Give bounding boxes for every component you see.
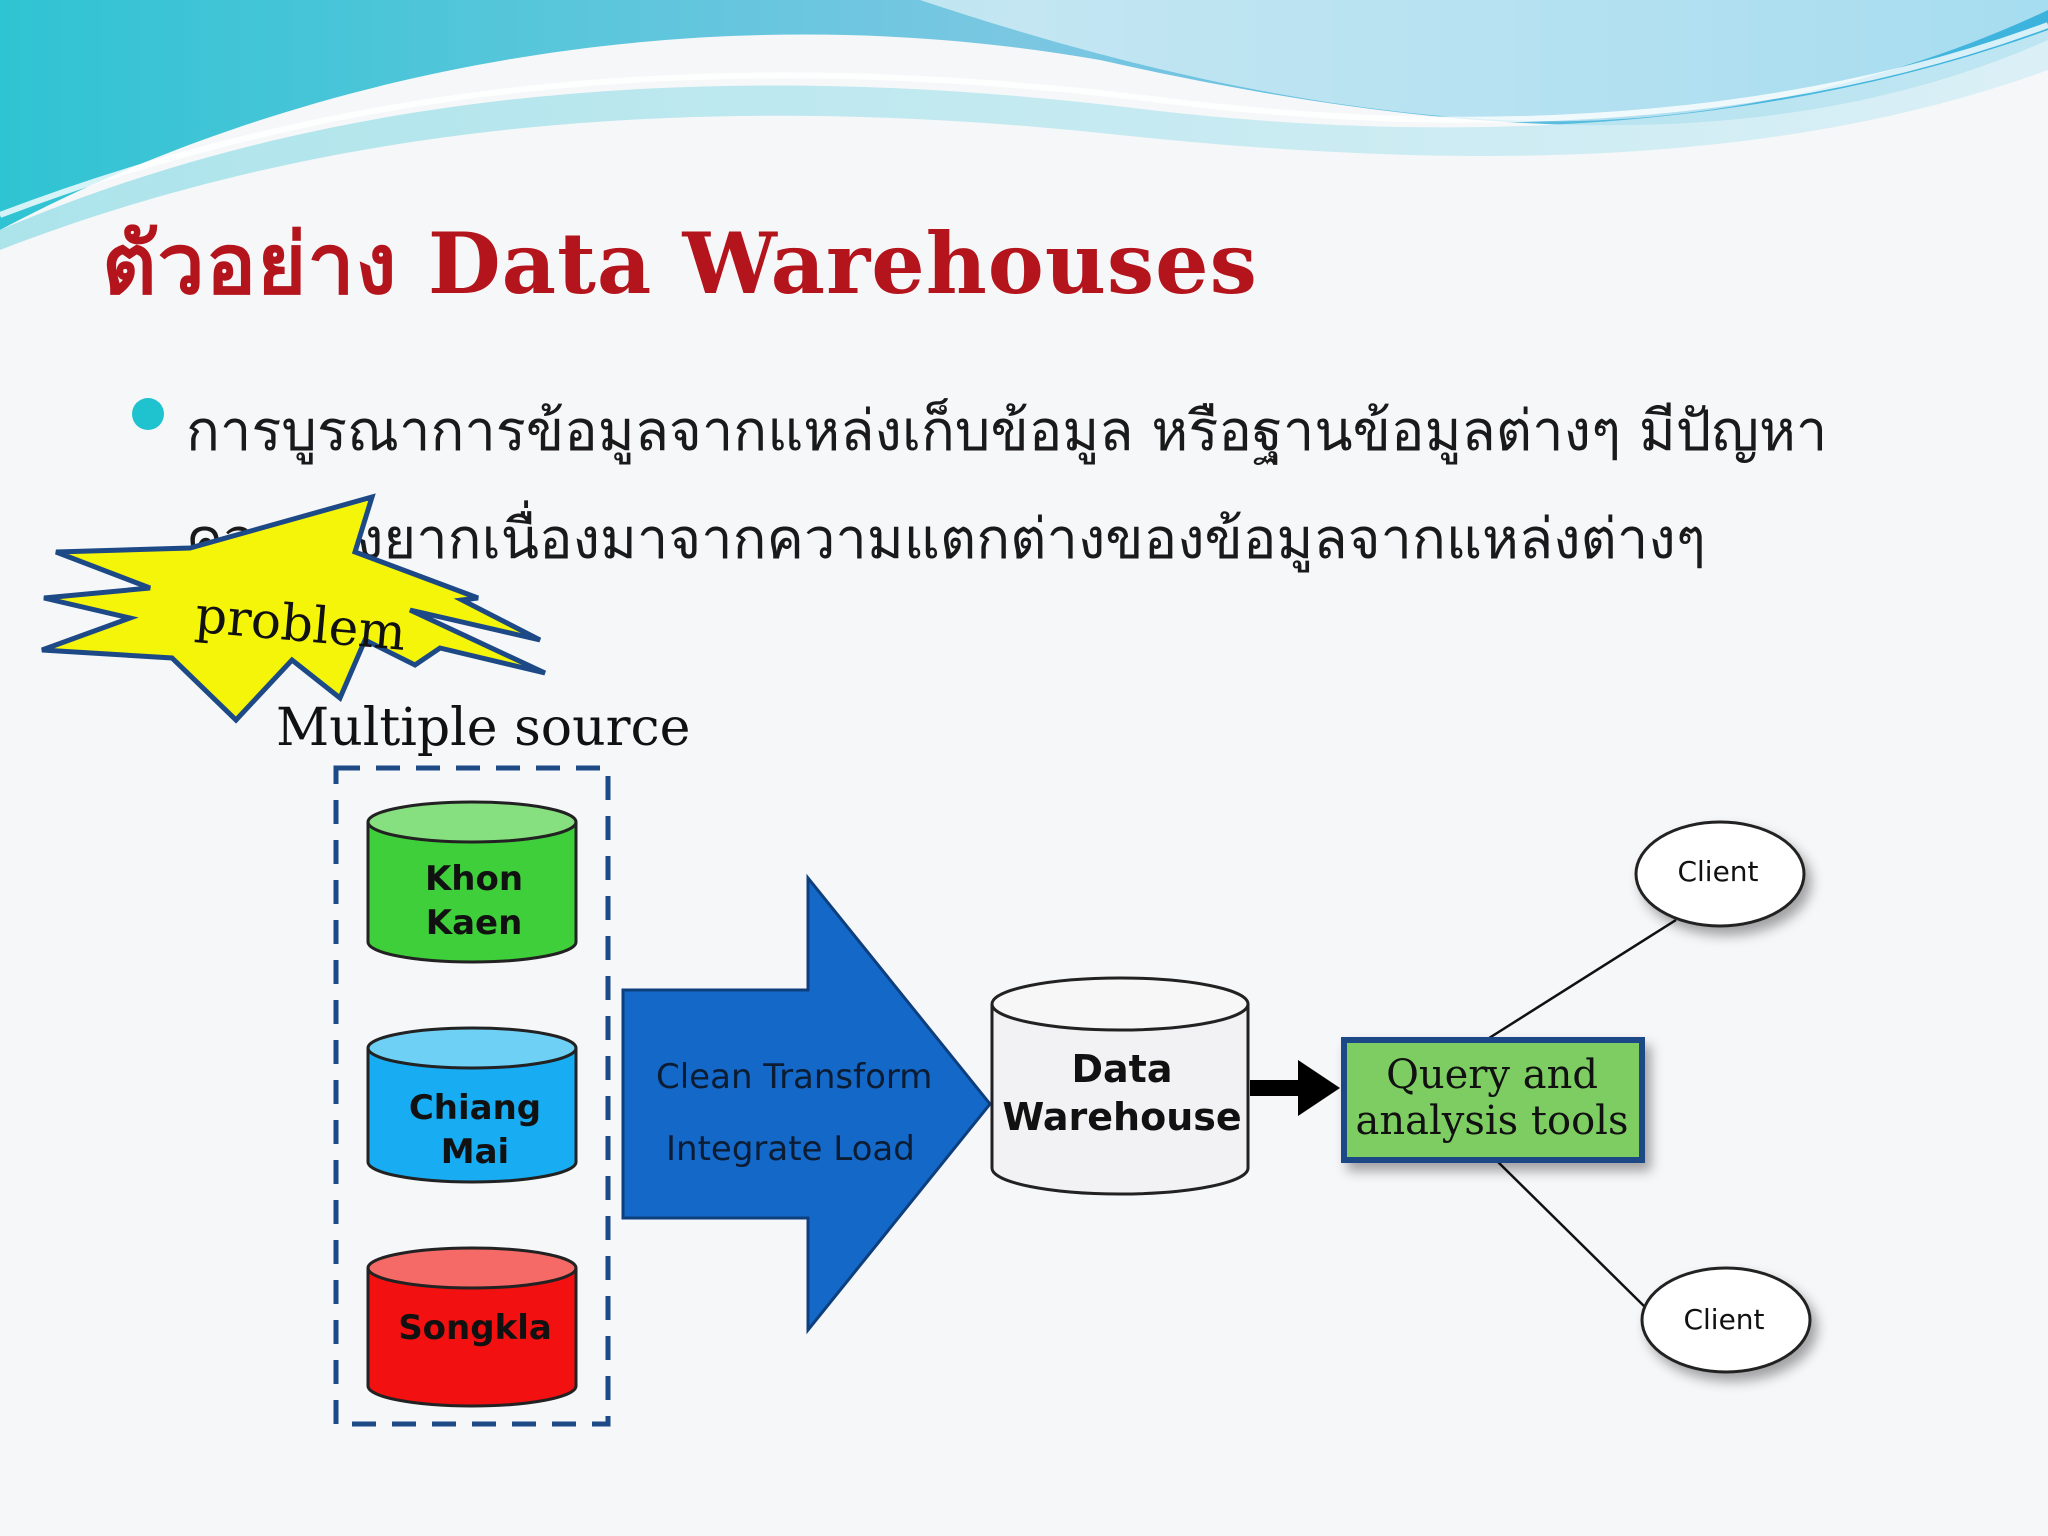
chiang-mai-line1: Chiang bbox=[409, 1088, 541, 1128]
query-analysis-tools-box: Query and analysis tools bbox=[1341, 1037, 1645, 1163]
etl-process-arrow bbox=[621, 873, 992, 1335]
client-label-bottom: Client bbox=[1683, 1303, 1764, 1336]
source-group-border bbox=[333, 765, 611, 1427]
client-link-top bbox=[1485, 918, 1677, 1042]
songkla-label: Songkla bbox=[398, 1308, 552, 1348]
bullet-icon bbox=[132, 398, 164, 430]
problem-starburst-shape bbox=[41, 493, 547, 724]
warehouse-line2: Warehouse bbox=[1002, 1095, 1241, 1139]
warehouse-line1: Data bbox=[1072, 1047, 1173, 1091]
client-node-bottom: Client bbox=[1640, 1266, 1812, 1374]
data-warehouse-db: Data Warehouse bbox=[990, 976, 1250, 1196]
chiang-mai-line2: Mai bbox=[441, 1132, 509, 1172]
process-line-1: Clean Transform bbox=[656, 1057, 932, 1097]
khon-kaen-line2: Kaen bbox=[426, 903, 523, 943]
client-node-top: Client bbox=[1634, 820, 1806, 928]
bullet-line-1: การบูรณาการข้อมูลจากแหล่งเก็บข้อมูล หรือ… bbox=[186, 399, 1828, 464]
source-db-khon-kaen: Khon Kaen bbox=[366, 800, 578, 964]
multiple-source-label: Multiple source bbox=[276, 698, 690, 758]
bullet-line-2: ความยุ่งยากเนื่องมาจากความแตกต่างของข้อม… bbox=[186, 507, 1706, 572]
khon-kaen-line1: Khon bbox=[425, 859, 523, 899]
process-line-2: Integrate Load bbox=[666, 1129, 915, 1169]
client-label-top: Client bbox=[1677, 855, 1758, 888]
source-db-songkla: Songkla bbox=[366, 1246, 578, 1408]
query-line1: Query and bbox=[1386, 1052, 1598, 1098]
source-db-chiang-mai: Chiang Mai bbox=[366, 1026, 578, 1184]
slide-title: ตัวอย่าง Data Warehouses bbox=[102, 214, 1258, 313]
bullet-text: การบูรณาการข้อมูลจากแหล่งเก็บข้อมูล หรือ… bbox=[186, 378, 1986, 594]
warehouse-to-tools-arrow bbox=[1250, 1060, 1340, 1116]
client-link-bottom bbox=[1495, 1159, 1649, 1311]
query-line2: analysis tools bbox=[1356, 1098, 1629, 1144]
